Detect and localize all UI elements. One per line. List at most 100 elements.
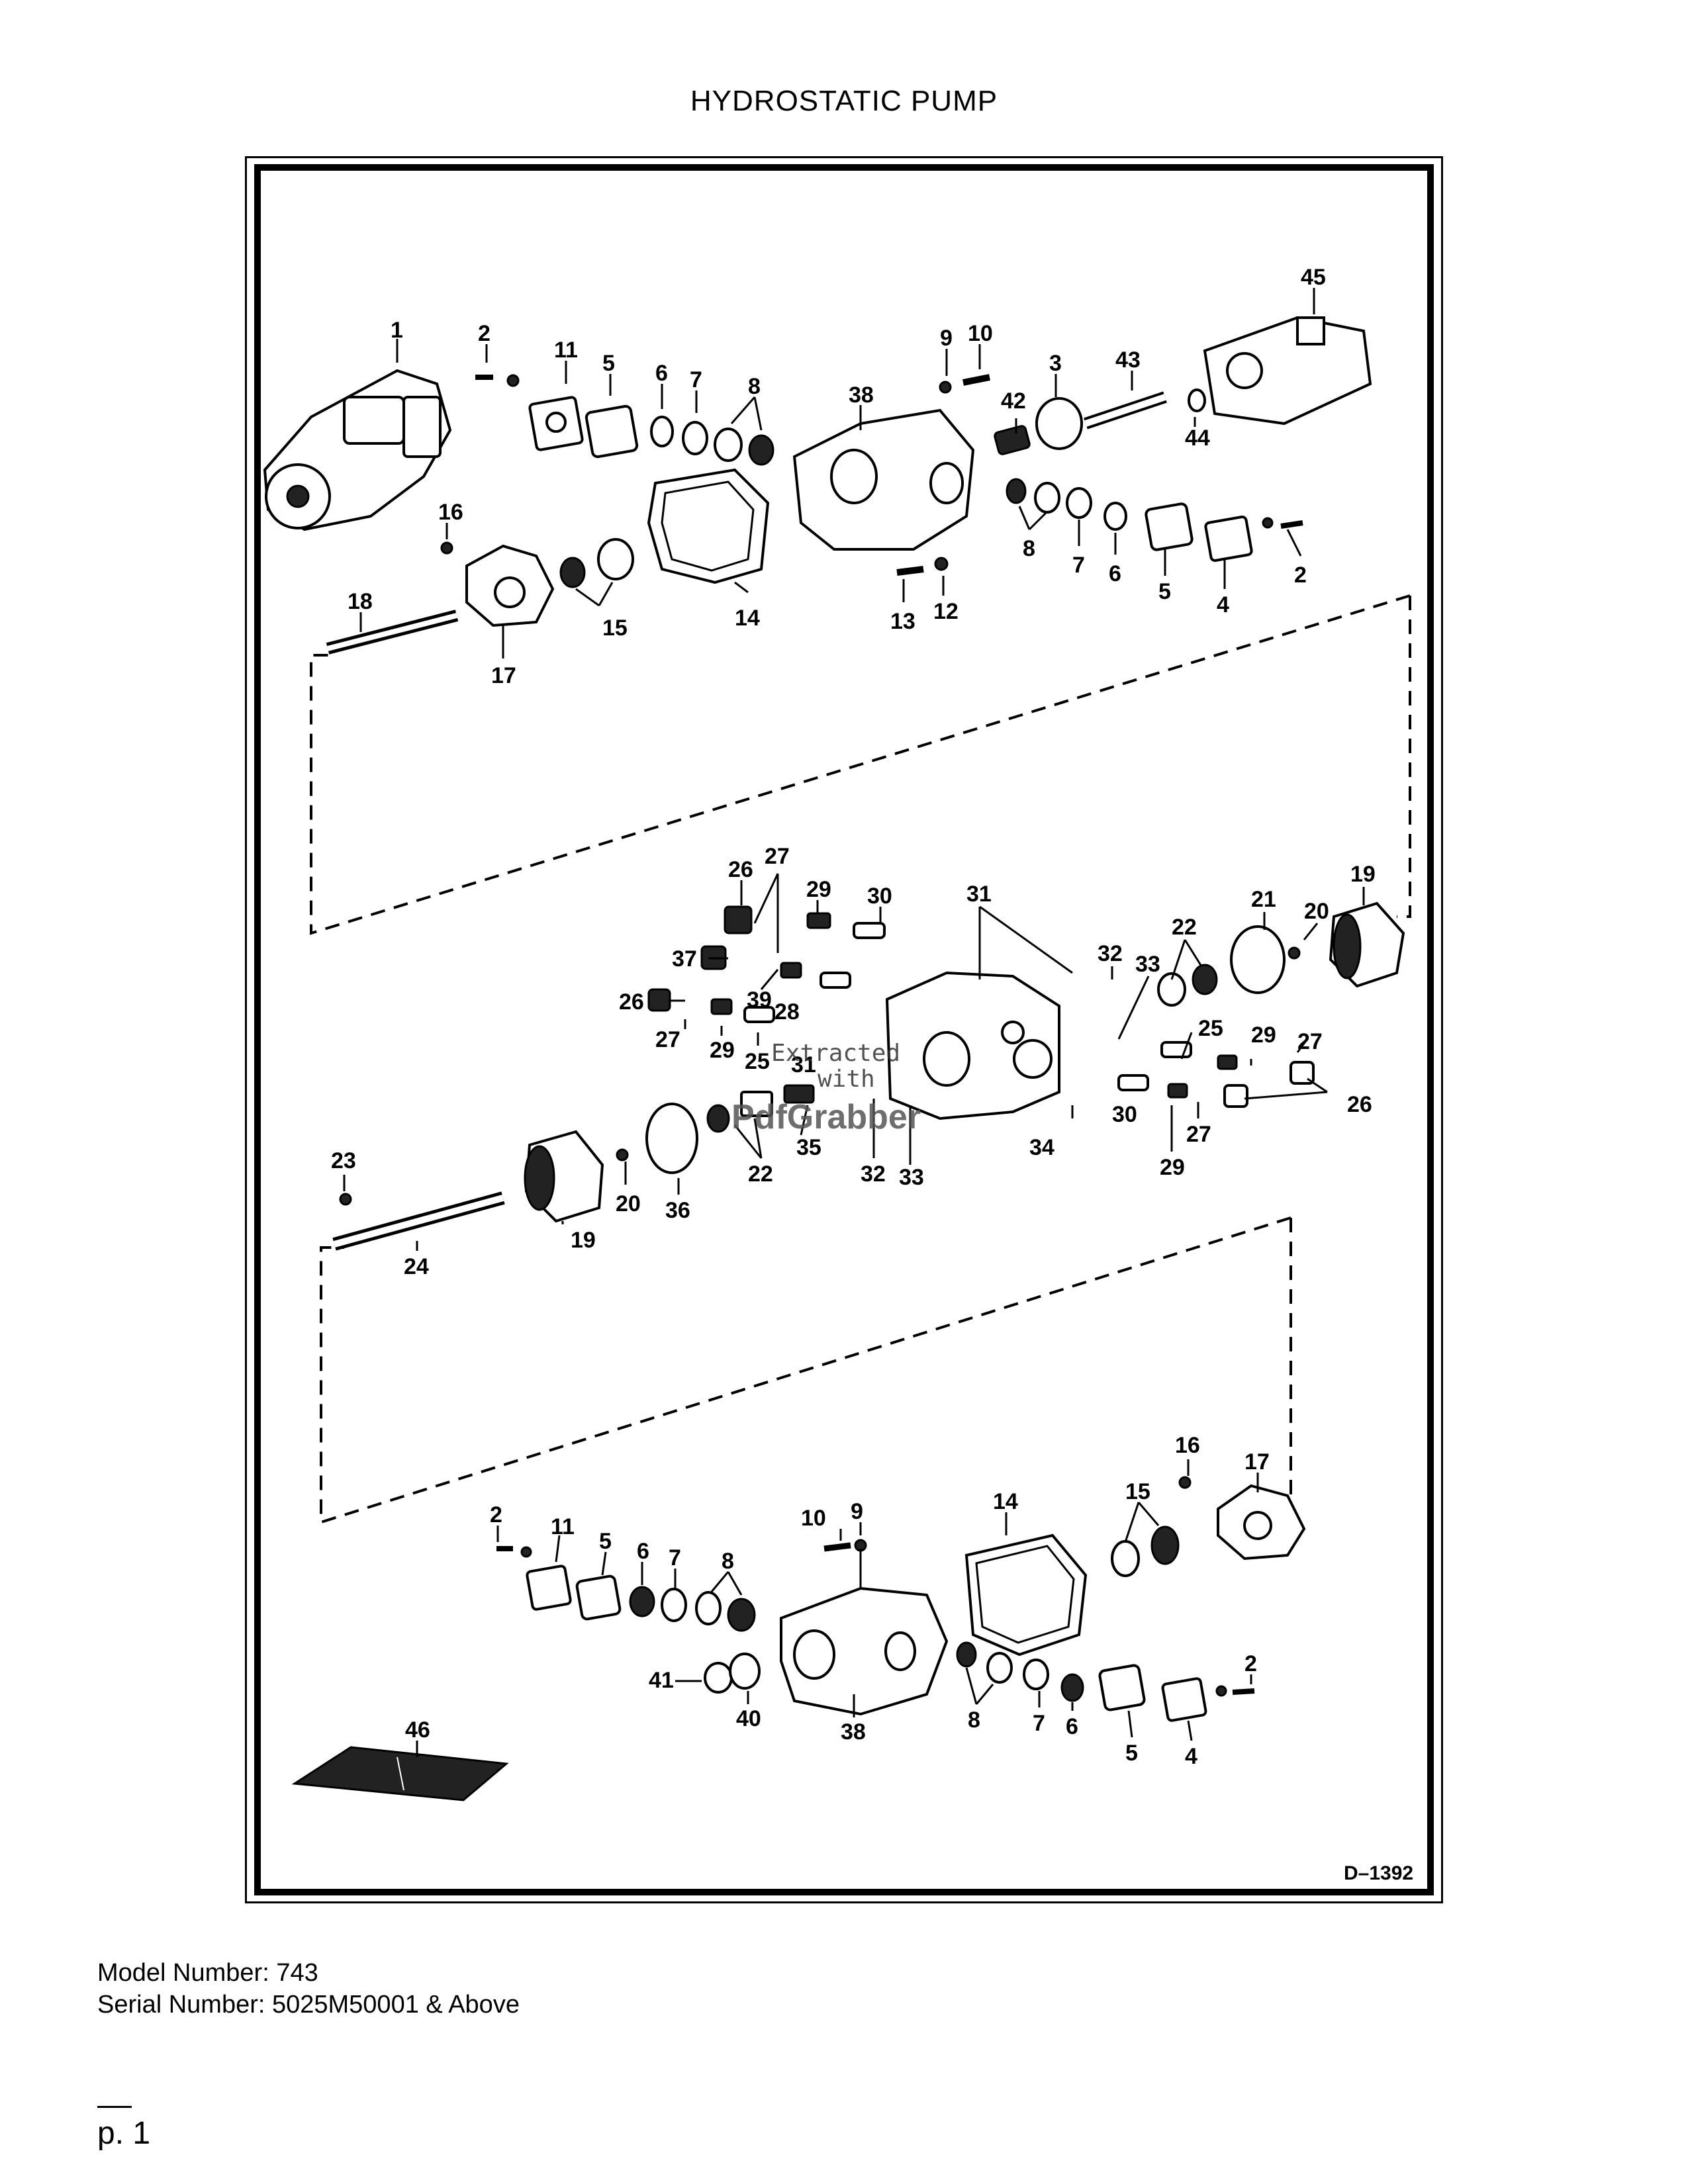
callout-37: 37 xyxy=(672,946,697,972)
callout-38b: 38 xyxy=(841,1719,866,1745)
diagram-frame-outer xyxy=(245,156,1443,1903)
part-5-cover xyxy=(585,404,639,459)
callout-9b: 9 xyxy=(851,1499,863,1524)
callout-13: 13 xyxy=(890,609,915,634)
callout-29: 29 xyxy=(806,877,831,902)
callout-15b: 15 xyxy=(1125,1479,1150,1504)
part-38-housing-lower xyxy=(780,1586,949,1716)
callout-25: 25 xyxy=(745,1049,770,1074)
callout-30: 30 xyxy=(867,884,892,909)
model-number: Model Number: 743 xyxy=(97,1959,318,1987)
part-7-ring xyxy=(682,421,708,455)
callout-29c: 29 xyxy=(1251,1023,1276,1048)
callout-17b: 17 xyxy=(1244,1449,1270,1475)
callout-10: 10 xyxy=(968,321,993,346)
part-43-shaft xyxy=(1084,391,1167,430)
callout-1: 1 xyxy=(391,318,403,343)
callout-5: 5 xyxy=(602,351,615,376)
callout-25b: 25 xyxy=(1198,1016,1223,1041)
callout-26: 26 xyxy=(728,857,753,882)
callout-36: 36 xyxy=(665,1198,690,1223)
part-14-gasket-lower xyxy=(964,1533,1088,1657)
callout-24: 24 xyxy=(404,1254,429,1279)
callout-33b: 33 xyxy=(899,1165,924,1190)
callout-23: 23 xyxy=(331,1148,356,1173)
part-21-plate xyxy=(1230,925,1286,994)
page-number: p. 1 xyxy=(97,2116,151,2151)
callout-16b: 16 xyxy=(1175,1433,1200,1458)
part-19-cylinder-block-top xyxy=(1329,901,1405,988)
part-3-oring xyxy=(1035,397,1083,450)
callout-2d: 2 xyxy=(1244,1651,1257,1676)
callout-27: 27 xyxy=(765,844,790,869)
callout-39: 39 xyxy=(747,987,772,1013)
callout-14: 14 xyxy=(735,606,760,631)
callout-4b: 4 xyxy=(1185,1744,1197,1769)
callout-11: 11 xyxy=(554,338,578,363)
callout-15: 15 xyxy=(602,615,628,641)
callout-43: 43 xyxy=(1115,347,1141,373)
callout-22b: 22 xyxy=(748,1161,773,1187)
callout-27d: 27 xyxy=(1186,1122,1211,1147)
svg-text:Extracted: Extracted xyxy=(771,1040,900,1067)
callout-20: 20 xyxy=(1304,899,1329,924)
diagram-code: D–1392 xyxy=(1344,1862,1413,1884)
callout-19: 19 xyxy=(1350,862,1376,887)
callout-27b: 27 xyxy=(655,1027,680,1052)
diagram-frame xyxy=(254,164,1434,1895)
upper-assembly xyxy=(263,316,1372,655)
callout-8b: 8 xyxy=(1023,536,1035,561)
callout-5d: 5 xyxy=(1125,1741,1138,1766)
callout-14b: 14 xyxy=(993,1489,1018,1514)
callout-8d: 8 xyxy=(968,1707,980,1733)
part-2-bolt-top xyxy=(475,374,520,387)
leader-lines xyxy=(343,288,1365,1757)
serial-number: Serial Number: 5025M50001 & Above xyxy=(97,1991,520,2019)
svg-text:PdfGrabber: PdfGrabber xyxy=(731,1098,921,1136)
callout-46: 46 xyxy=(405,1717,430,1743)
callout-6: 6 xyxy=(655,361,668,386)
callout-7b: 7 xyxy=(1072,553,1085,578)
lower-assembly xyxy=(291,1476,1306,1801)
callout-31b: 31 xyxy=(791,1052,816,1077)
callout-41: 41 xyxy=(649,1668,674,1693)
callout-32b: 32 xyxy=(861,1161,886,1187)
callout-11b: 11 xyxy=(551,1514,575,1539)
footer-rule xyxy=(97,2106,132,2108)
callout-6b: 6 xyxy=(1109,561,1121,586)
callout-5c: 5 xyxy=(599,1529,612,1554)
callout-28: 28 xyxy=(774,999,800,1024)
callout-8: 8 xyxy=(748,374,761,399)
part-46-decal xyxy=(291,1746,509,1801)
part-44-seal xyxy=(1188,388,1206,412)
callout-38: 38 xyxy=(849,383,874,408)
callout-20b: 20 xyxy=(616,1191,641,1216)
part-1-pump-assembly xyxy=(263,369,452,531)
callout-labels: 1 2 11 5 6 7 8 38 9 10 3 43 45 42 44 16 … xyxy=(331,265,1376,1769)
callout-34: 34 xyxy=(1029,1135,1055,1160)
callout-26c: 26 xyxy=(1347,1092,1372,1117)
callout-17: 17 xyxy=(491,663,516,688)
svg-text:with: with xyxy=(818,1066,875,1093)
callout-19b: 19 xyxy=(571,1228,596,1253)
callout-7c: 7 xyxy=(669,1545,681,1570)
callout-2: 2 xyxy=(478,321,491,346)
callout-22: 22 xyxy=(1172,915,1197,940)
callout-4: 4 xyxy=(1217,592,1229,617)
part-42-sleeve xyxy=(994,425,1031,455)
part-14-gasket xyxy=(647,468,770,584)
callout-30b: 30 xyxy=(1112,1102,1137,1127)
callout-40: 40 xyxy=(736,1706,761,1731)
callout-31: 31 xyxy=(966,882,992,907)
callout-27c: 27 xyxy=(1297,1029,1323,1054)
callout-12: 12 xyxy=(933,599,959,624)
part-8-bearing xyxy=(714,428,743,462)
callout-9: 9 xyxy=(940,326,953,351)
callout-3: 3 xyxy=(1049,351,1062,376)
callout-32: 32 xyxy=(1098,941,1123,966)
callout-26b: 26 xyxy=(619,989,644,1015)
pdfgrabber-watermark: Extracted with PdfGrabber xyxy=(731,1040,921,1136)
callout-7d: 7 xyxy=(1033,1711,1045,1736)
callout-8c: 8 xyxy=(722,1549,734,1574)
callout-45: 45 xyxy=(1301,265,1326,290)
